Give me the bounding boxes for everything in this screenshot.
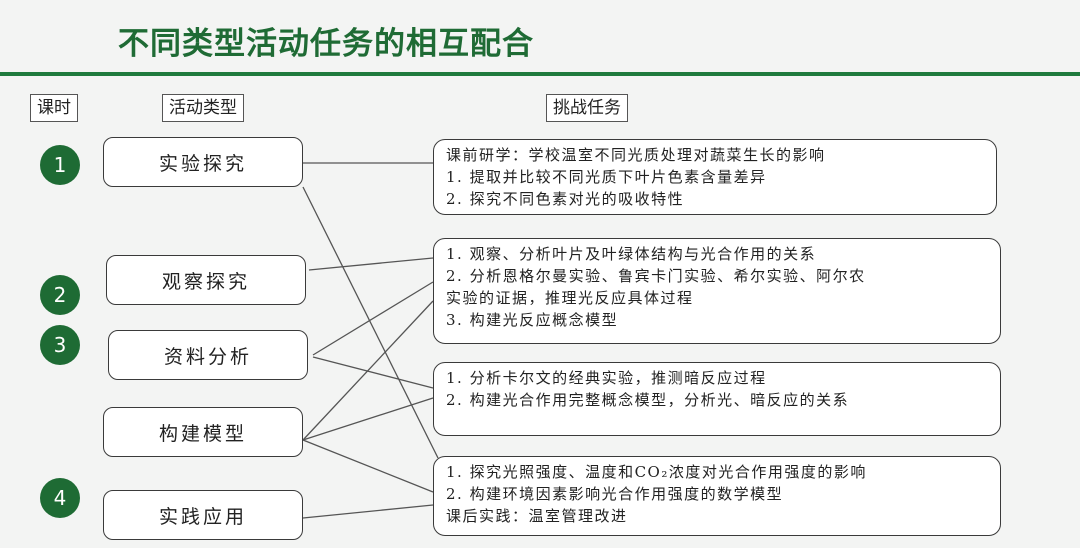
task-box-2: 1. 观察、分析叶片及叶绿体结构与光合作用的关系 2. 分析恩格尔曼实验、鲁宾卡… xyxy=(433,238,1001,344)
task-line: 课后实践：温室管理改进 xyxy=(446,507,628,525)
task-line: 3. 构建光反应概念模型 xyxy=(446,311,619,329)
task-line: 1. 观察、分析叶片及叶绿体结构与光合作用的关系 xyxy=(446,245,817,263)
header-activity-type: 活动类型 xyxy=(162,94,244,122)
task-line: 课前研学：学校温室不同光质处理对蔬菜生长的影响 xyxy=(446,146,826,164)
task-box-1: 课前研学：学校温室不同光质处理对蔬菜生长的影响 1. 提取并比较不同光质下叶片色… xyxy=(433,139,997,215)
title-divider xyxy=(0,72,1080,76)
link-practice-task4 xyxy=(302,504,434,519)
task-box-4: 1. 探究光照强度、温度和CO₂浓度对光合作用强度的影响 2. 构建环境因素影响… xyxy=(433,456,1001,536)
link-data-task3 xyxy=(312,356,434,389)
activity-practice: 实践应用 xyxy=(103,490,303,540)
task-line: 2. 构建环境因素影响光合作用强度的数学模型 xyxy=(446,485,784,503)
link-model-task2 xyxy=(302,300,434,441)
task-line: 实验的证据，推理光反应具体过程 xyxy=(446,289,694,307)
activity-modeling: 构建模型 xyxy=(103,407,303,457)
link-experiment-task4 xyxy=(302,186,439,459)
link-observe-task2 xyxy=(308,257,434,271)
page-title: 不同类型活动任务的相互配合 xyxy=(118,26,534,62)
task-line: 2. 探究不同色素对光的吸收特性 xyxy=(446,190,685,208)
activity-data-analysis: 资料分析 xyxy=(108,330,308,380)
header-task: 挑战任务 xyxy=(546,94,628,122)
activity-experiment: 实验探究 xyxy=(103,137,303,187)
link-data-task2 xyxy=(312,281,434,356)
lesson-badge-2: 2 xyxy=(40,275,80,315)
task-line: 1. 分析卡尔文的经典实验，推测暗反应过程 xyxy=(446,369,767,387)
task-line: 1. 探究光照强度、温度和CO₂浓度对光合作用强度的影响 xyxy=(446,463,867,481)
task-line: 1. 提取并比较不同光质下叶片色素含量差异 xyxy=(446,168,767,186)
task-box-3: 1. 分析卡尔文的经典实验，推测暗反应过程 2. 构建光合作用完整概念模型，分析… xyxy=(433,362,1001,436)
lesson-badge-3: 3 xyxy=(40,325,80,365)
task-line: 2. 分析恩格尔曼实验、鲁宾卡门实验、希尔实验、阿尔农 xyxy=(446,267,866,285)
link-model-task3 xyxy=(302,397,434,441)
task-line: 2. 构建光合作用完整概念模型，分析光、暗反应的关系 xyxy=(446,391,850,409)
activity-observation: 观察探究 xyxy=(106,255,306,305)
lesson-badge-4: 4 xyxy=(40,478,80,518)
link-model-task4 xyxy=(302,439,434,493)
lesson-badge-1: 1 xyxy=(40,145,80,185)
header-lesson: 课时 xyxy=(30,94,78,122)
